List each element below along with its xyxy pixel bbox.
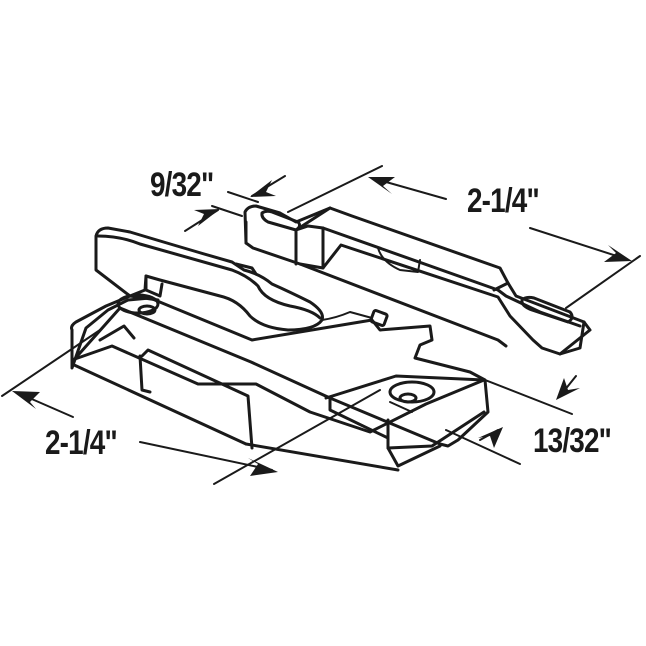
dimension-lock-length: 2-1/4" [45,424,118,462]
dimension-keeper-length: 2-1/4" [467,182,540,220]
keeper-part [243,204,592,356]
dimension-lock-width: 13/32" [533,422,612,460]
lock-body-part [70,293,490,472]
dimension-lines [1,165,641,485]
cam-handle-part [94,226,389,332]
dimension-keeper-width: 9/32" [150,166,214,204]
